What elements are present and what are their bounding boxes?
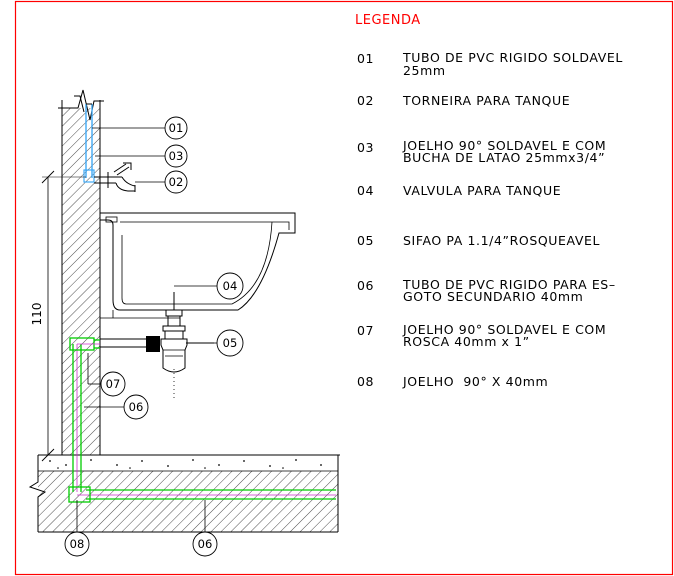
legend-item-05: 05 SIFAO PA 1.1/4”ROSQUEAVEL	[357, 233, 600, 248]
wall-break-line-2	[74, 95, 85, 113]
legend-text: GOTO SECUNDARIO 40mm	[403, 289, 583, 304]
legend-code: 02	[357, 93, 374, 108]
legend-item-02: 02 TORNEIRA PARA TANQUE	[357, 93, 570, 108]
callout-08-label: 08	[70, 537, 85, 551]
legend-item-03: 03 JOELHO 90° SOLDAVEL E COM BUCHA DE LA…	[357, 138, 606, 165]
sink-valve-and-trap	[100, 292, 214, 398]
legend-code: 04	[357, 183, 374, 198]
legend-text: BUCHA DE LATAO 25mmx3/4”	[403, 150, 605, 165]
callout-06-wall-label: 06	[129, 400, 144, 414]
legend-text: TORNEIRA PARA TANQUE	[402, 93, 570, 108]
callout-05-label: 05	[223, 336, 238, 350]
water-supply-pipe	[83, 103, 95, 183]
callout-06-floor-label: 06	[198, 537, 213, 551]
callout-06-floor: 06	[192, 531, 218, 557]
callout-04: 04	[216, 272, 244, 300]
legend-text: TUBO DE PVC RIGIDO PARA ES–	[402, 277, 616, 292]
callout-08: 08	[64, 531, 90, 557]
legend-item-06: 06 TUBO DE PVC RIGIDO PARA ES– GOTO SECU…	[357, 277, 616, 304]
legend-code: 07	[357, 323, 374, 338]
callout-02: 02	[164, 170, 188, 194]
legend-text: TUBO DE PVC RIGIDO SOLDAVEL	[402, 50, 623, 65]
callout-01: 01	[164, 116, 188, 140]
legend-code: 01	[357, 51, 374, 66]
legend-code: 08	[357, 374, 374, 389]
legend-text: ROSCA 40mm x 1”	[403, 334, 530, 349]
legend-code: 05	[357, 233, 374, 248]
callout-04-label: 04	[223, 279, 238, 293]
callout-03: 03	[164, 144, 188, 168]
callout-06-wall: 06	[123, 394, 149, 420]
legend-text: SIFAO PA 1.1/4”ROSQUEAVEL	[403, 233, 600, 248]
height-dimension: 110	[30, 170, 86, 462]
legend-item-04: 04 VALVULA PARA TANQUE	[357, 183, 561, 198]
callout-01-label: 01	[169, 121, 184, 135]
dimension-label: 110	[30, 303, 44, 326]
callout-07: 07	[100, 371, 126, 397]
drawing-frame	[14, 0, 674, 576]
legend-text: 25mm	[403, 63, 446, 78]
legend-code: 06	[357, 278, 374, 293]
callout-05: 05	[216, 329, 244, 357]
tap-faucet	[94, 162, 136, 192]
callout-02-label: 02	[169, 175, 184, 189]
legend-title: LEGENDA	[355, 13, 421, 28]
legend-item-08: 08 JOELHO 90° X 40mm	[357, 374, 548, 389]
leader-lines	[76, 127, 217, 533]
sewer-pipe	[68, 337, 336, 503]
legend-item-01: 01 TUBO DE PVC RIGIDO SOLDAVEL 25mm	[357, 50, 623, 78]
legend-text: VALVULA PARA TANQUE	[403, 183, 561, 198]
floor-slab	[28, 454, 340, 533]
legend-text: JOELHO 90° X 40mm	[402, 374, 548, 389]
floor-break-line	[28, 455, 47, 532]
callout-07-label: 07	[106, 377, 121, 391]
legend-text: JOELHO 90° SOLDAVEL E COM	[402, 322, 606, 337]
legend-text: JOELHO 90° SOLDAVEL E COM	[402, 138, 606, 153]
legend-item-07: 07 JOELHO 90° SOLDAVEL E COM ROSCA 40mm …	[357, 322, 606, 349]
callout-03-label: 03	[169, 149, 184, 163]
laundry-sink	[99, 212, 296, 319]
legend-code: 03	[357, 140, 374, 155]
legend: LEGENDA 01 TUBO DE PVC RIGIDO SOLDAVEL 2…	[355, 13, 623, 389]
